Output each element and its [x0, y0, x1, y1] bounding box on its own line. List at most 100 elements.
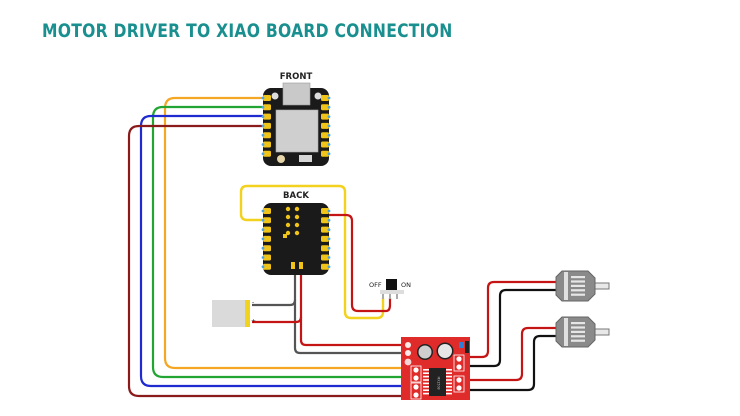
pin-pad — [321, 141, 329, 148]
pin-pad — [321, 254, 329, 261]
wire-motor-b-black — [470, 334, 556, 392]
pin-dot — [261, 105, 265, 109]
wire-red-power — [299, 272, 402, 347]
wire-red-switch — [302, 213, 392, 313]
pin-dot — [327, 265, 331, 269]
chip-pin — [423, 379, 429, 381]
pin-dot — [327, 228, 331, 232]
capacitor-2 — [438, 344, 452, 358]
pin-pad — [263, 104, 271, 111]
motor-shaft — [594, 282, 610, 290]
chip-pin — [423, 375, 429, 378]
pin-dot — [261, 96, 265, 100]
wire-battery-plus — [252, 316, 303, 324]
pin-pad — [321, 217, 329, 224]
pin-dot — [261, 152, 265, 156]
slide-switch[interactable]: OFF ON — [369, 279, 411, 299]
wire-gray-power — [293, 272, 402, 355]
pin-pad — [321, 104, 329, 111]
motor-fin — [571, 335, 585, 338]
pin-pad — [263, 245, 271, 252]
chip-pin — [446, 392, 452, 395]
pin-dot — [327, 105, 331, 109]
switch-knob — [386, 279, 397, 290]
pin-pad — [321, 95, 329, 101]
pin-pad — [263, 141, 271, 148]
battery-pad-plus — [299, 262, 303, 269]
wire-battery-minus — [252, 299, 297, 307]
battery-minus-label: - — [252, 299, 254, 306]
switch-off-label: OFF — [369, 281, 382, 289]
motor-fin — [571, 280, 585, 283]
pin-pad — [263, 217, 271, 224]
wire-yellow-loop — [239, 184, 385, 320]
pin-dot — [261, 256, 265, 259]
motor-fin — [571, 322, 585, 325]
test-pad — [294, 206, 300, 212]
pin-dot — [327, 115, 331, 118]
chip-pin — [423, 392, 429, 395]
front-label: FRONT — [280, 72, 313, 82]
test-pad — [294, 222, 300, 228]
pin-pad — [321, 226, 329, 233]
xiao-front-board: FRONT — [261, 72, 331, 166]
chip-pin — [446, 386, 452, 388]
motor-band — [564, 318, 568, 346]
pin-dot — [261, 265, 265, 269]
capacitor-1 — [418, 345, 432, 359]
driver-chip — [429, 368, 446, 396]
chip-pin — [423, 386, 429, 388]
pin-pad — [321, 245, 329, 252]
pin-dot — [261, 246, 265, 250]
test-pad — [294, 230, 300, 236]
pin-dot — [261, 237, 265, 241]
chip-pin — [446, 369, 452, 371]
pin-dot — [261, 143, 265, 146]
boot-button — [271, 92, 279, 100]
pin-pad — [263, 113, 271, 120]
pin-dot — [327, 133, 331, 137]
motor-fin — [571, 276, 585, 279]
motor-fin — [571, 330, 585, 333]
wire-darkred — [127, 124, 402, 398]
chip-pin — [446, 379, 452, 381]
battery-pad-minus — [291, 262, 295, 269]
pin-dot — [261, 209, 265, 213]
pin-dot — [261, 133, 265, 137]
pin-dot — [327, 124, 331, 128]
motor-shaft — [594, 328, 610, 336]
pin-dot — [261, 228, 265, 232]
pin-pad — [263, 150, 271, 157]
chip-pin — [423, 372, 429, 374]
pin-pad — [321, 150, 329, 157]
motor-fin — [571, 284, 585, 287]
pin-dot — [327, 246, 331, 250]
pin-pad — [263, 208, 271, 214]
lipo-battery: - + — [212, 299, 256, 327]
chip-pin — [423, 382, 429, 385]
pin-pad — [263, 263, 271, 270]
pin-pad — [321, 122, 329, 129]
pin-dot — [261, 218, 265, 222]
pin-dot — [327, 152, 331, 156]
pin-pad — [263, 235, 271, 242]
test-pad — [294, 214, 300, 220]
chip-pin — [446, 389, 452, 391]
chip-label-pad — [299, 155, 312, 162]
pin-pad — [321, 263, 329, 270]
shield-can — [275, 109, 319, 153]
svg-text:MX1508: MX1508 — [437, 376, 441, 389]
wire-motor-b-red — [470, 326, 556, 382]
back-label: BACK — [283, 191, 309, 201]
power-led — [459, 342, 464, 348]
wire-orange — [163, 96, 402, 370]
pin-pad — [263, 254, 271, 261]
pin-pad — [321, 132, 329, 139]
motor-b — [555, 316, 610, 348]
square-pad — [283, 234, 287, 238]
test-pad — [285, 214, 291, 220]
motor-fin — [571, 293, 585, 296]
test-pad — [285, 206, 291, 212]
pin-pad — [321, 235, 329, 242]
pin-pad — [263, 132, 271, 139]
